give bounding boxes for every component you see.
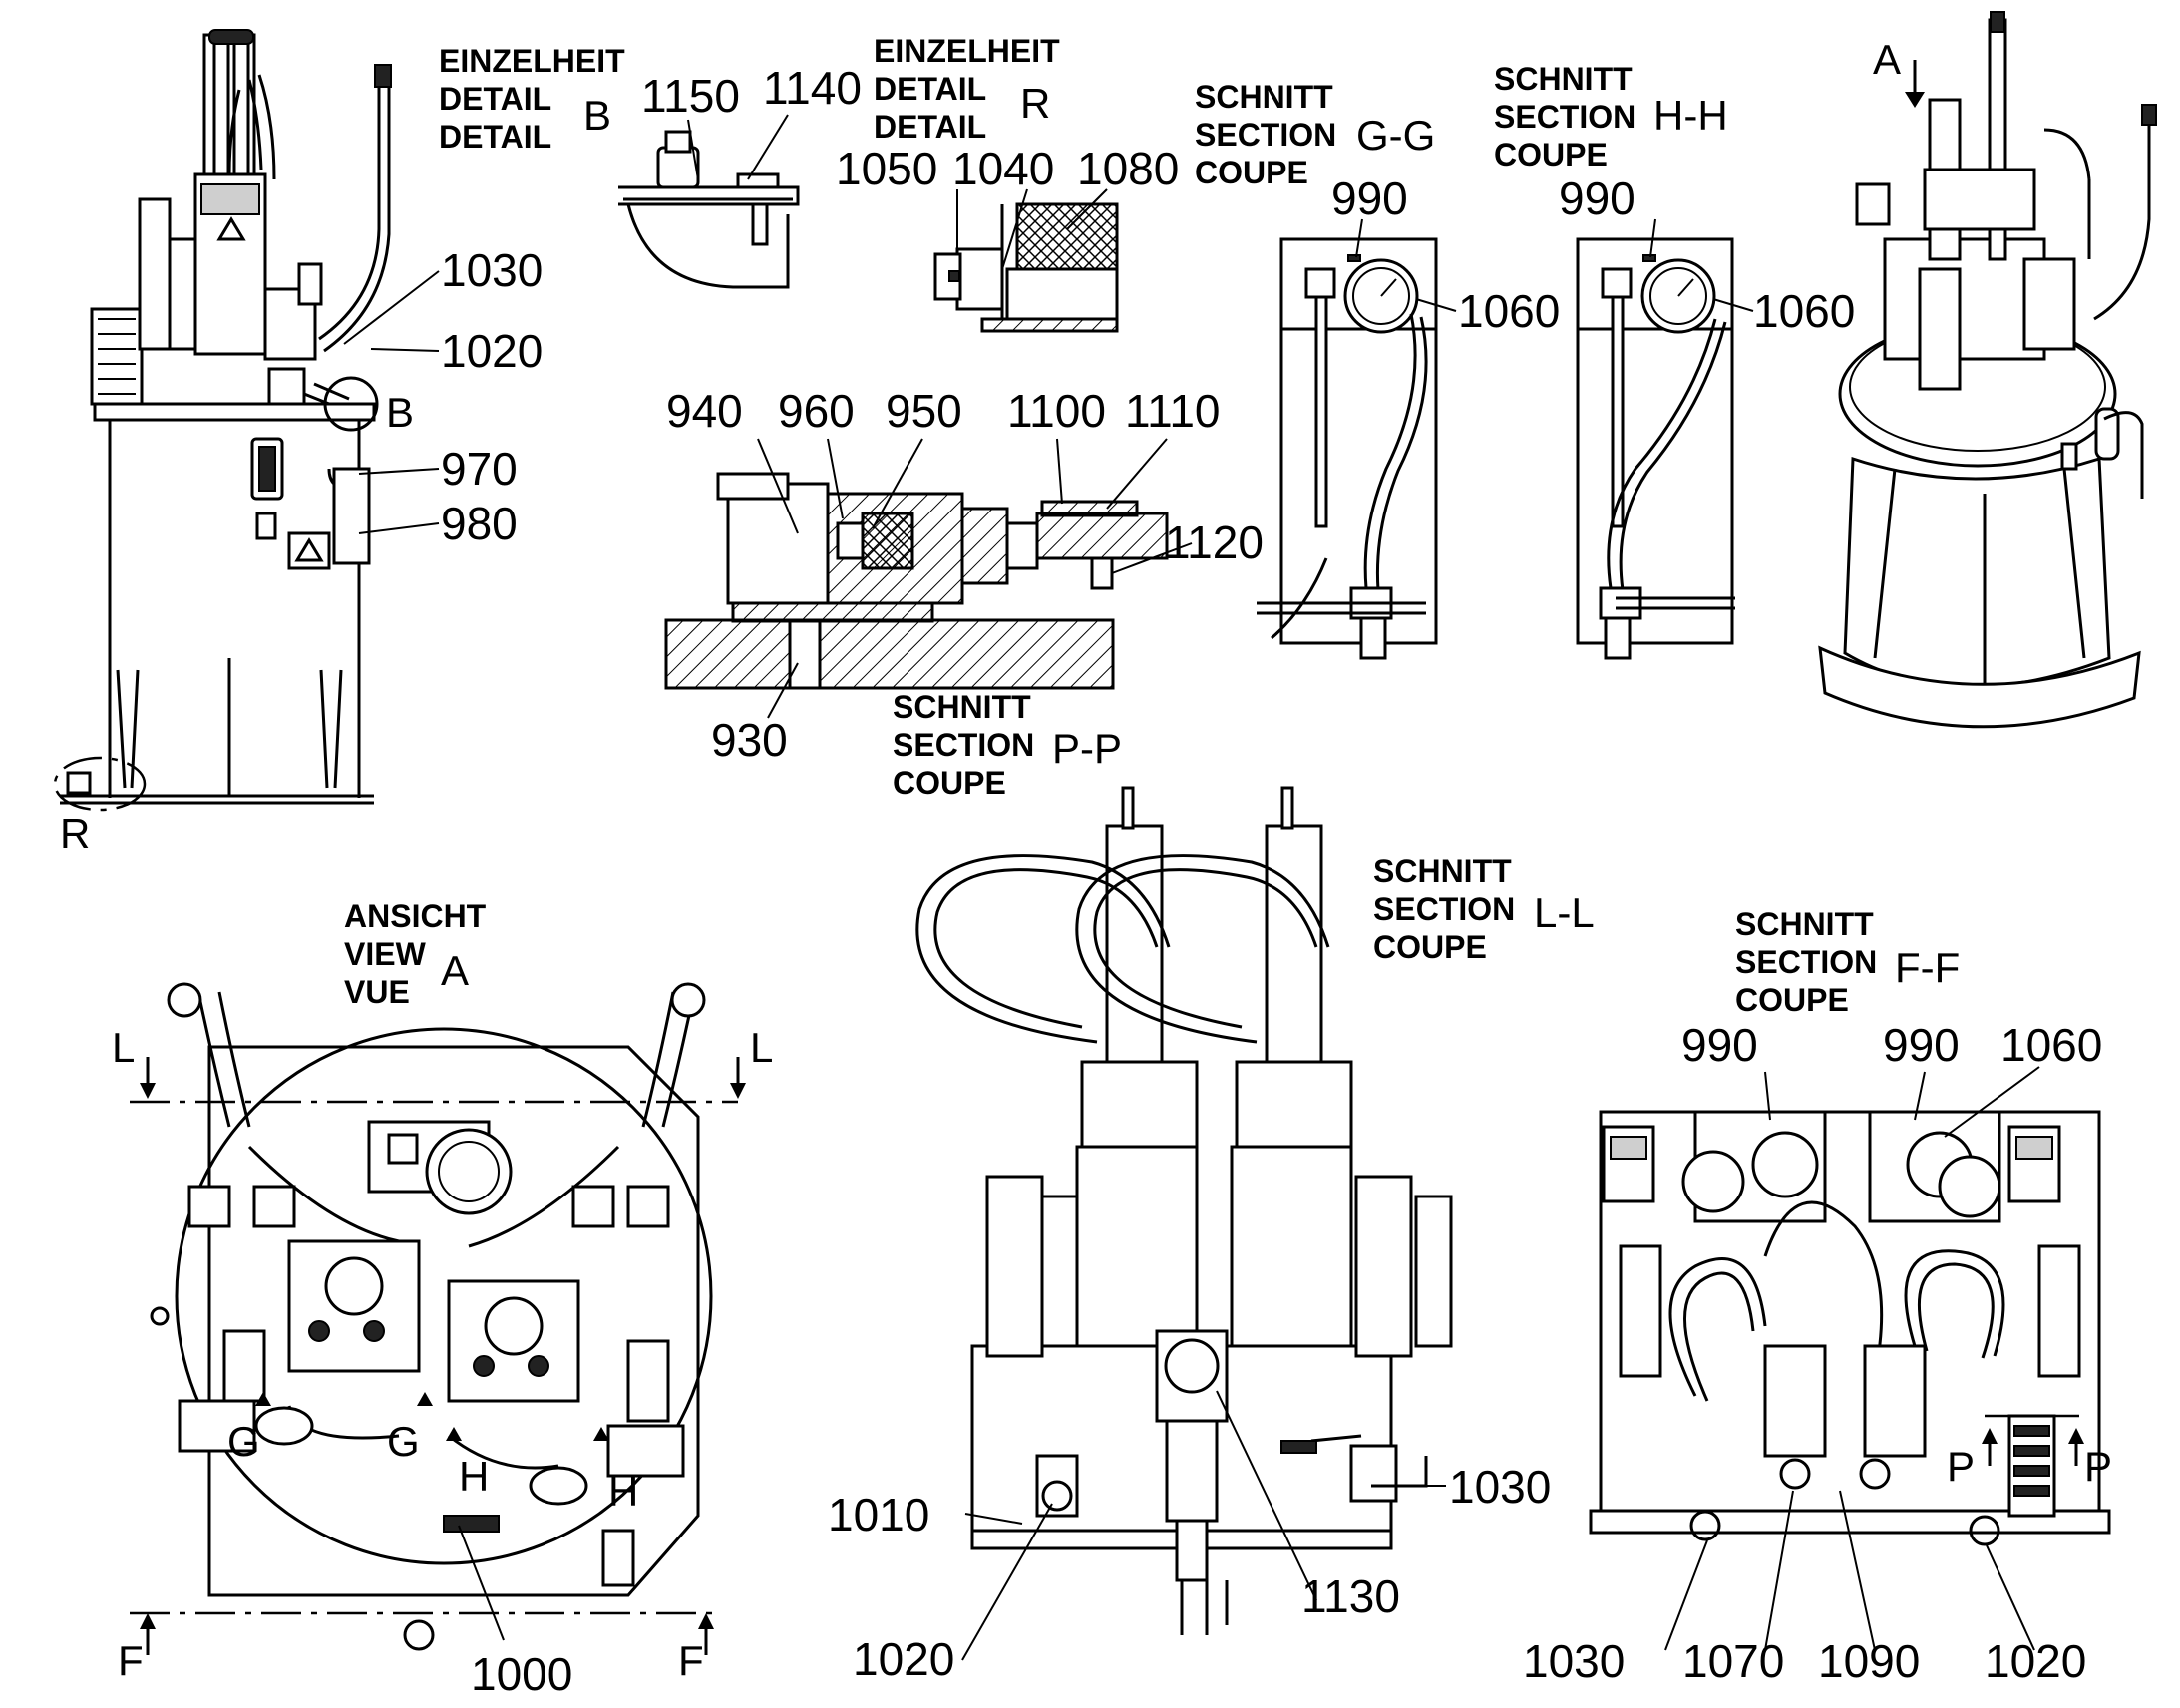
label-1020-side: 1020 xyxy=(441,325,543,377)
marker-a-iso: A xyxy=(1873,36,1901,83)
detail-b: EINZELHEIT DETAIL DETAIL B 1150 1140 xyxy=(439,43,862,289)
section-ll-letter: L-L xyxy=(1534,889,1595,936)
section-gg: SCHNITT SECTION COUPE G-G 990 1060 xyxy=(1195,79,1560,660)
view-a-letter: A xyxy=(441,947,469,994)
label-1050: 1050 xyxy=(836,143,937,194)
section-hh-line2: SECTION xyxy=(1494,99,1635,135)
section-pp-line2: SECTION xyxy=(893,727,1034,763)
section-ll-line1: SCHNITT xyxy=(1373,854,1512,889)
section-hh-line1: SCHNITT xyxy=(1494,61,1633,97)
view-a: ANSICHT VIEW VUE A xyxy=(112,898,773,1700)
view-a-line1: ANSICHT xyxy=(344,898,487,934)
section-pp-line3: COUPE xyxy=(893,765,1006,801)
label-990-g: 990 xyxy=(1331,172,1408,224)
view-a-line2: VIEW xyxy=(344,936,427,972)
section-pp-letter: P-P xyxy=(1052,725,1122,772)
marker-b-side: B xyxy=(386,389,414,436)
label-1140: 1140 xyxy=(763,62,862,114)
label-990-h: 990 xyxy=(1559,172,1635,224)
section-pp: 940 960 950 1100 1110 1120 930 SCHNITT S… xyxy=(664,385,1264,801)
label-990-f2: 990 xyxy=(1883,1019,1960,1071)
label-1100: 1100 xyxy=(1007,385,1106,437)
section-gg-letter: G-G xyxy=(1356,112,1435,159)
label-1000: 1000 xyxy=(471,1648,572,1700)
label-1150: 1150 xyxy=(641,70,740,122)
section-pp-line1: SCHNITT xyxy=(893,689,1031,725)
section-ff-letter: F-F xyxy=(1895,944,1960,991)
section-ff-line2: SECTION xyxy=(1735,944,1877,980)
marker-f-right: F xyxy=(678,1637,704,1684)
label-1060-f: 1060 xyxy=(2000,1019,2102,1071)
label-1130: 1130 xyxy=(1301,1570,1400,1622)
section-gg-line1: SCHNITT xyxy=(1195,79,1333,115)
marker-g-right: G xyxy=(387,1418,420,1465)
marker-h-left: H xyxy=(459,1453,489,1500)
label-1110: 1110 xyxy=(1125,385,1221,437)
marker-l-left: L xyxy=(112,1024,135,1071)
side-view: R B 1030 1020 970 980 xyxy=(53,29,543,856)
label-950: 950 xyxy=(886,385,962,437)
label-1030-f: 1030 xyxy=(1523,1635,1625,1687)
label-1070: 1070 xyxy=(1682,1635,1784,1687)
label-990-f1: 990 xyxy=(1681,1019,1758,1071)
detail-b-letter: B xyxy=(583,92,611,139)
section-ff-line1: SCHNITT xyxy=(1735,906,1874,942)
section-ff: SCHNITT SECTION COUPE F-F xyxy=(1523,906,2112,1687)
label-1030-side: 1030 xyxy=(441,244,543,296)
label-1020-f: 1020 xyxy=(1985,1635,2086,1687)
detail-b-line2: DETAIL xyxy=(439,81,551,117)
detail-r-line2: DETAIL xyxy=(874,71,986,107)
section-ll-line3: COUPE xyxy=(1373,929,1487,965)
label-1040: 1040 xyxy=(952,143,1054,194)
detail-r: EINZELHEIT DETAIL DETAIL R 1050 1040 108… xyxy=(836,33,1179,333)
label-1060-h: 1060 xyxy=(1753,285,1855,337)
label-940: 940 xyxy=(666,385,743,437)
marker-g-left: G xyxy=(227,1418,260,1465)
isometric-view: A xyxy=(1818,11,2157,729)
label-1060-g: 1060 xyxy=(1458,285,1560,337)
section-ll: SCHNITT SECTION COUPE L-L xyxy=(828,786,1595,1685)
marker-h-right: H xyxy=(608,1468,638,1515)
label-980: 980 xyxy=(441,498,518,549)
marker-r-side: R xyxy=(60,810,90,856)
marker-p-right: P xyxy=(2084,1443,2112,1490)
section-gg-line2: SECTION xyxy=(1195,117,1336,153)
label-1030-l: 1030 xyxy=(1449,1461,1551,1513)
section-gg-line3: COUPE xyxy=(1195,155,1308,190)
detail-r-line3: DETAIL xyxy=(874,109,986,145)
section-hh-line3: COUPE xyxy=(1494,137,1608,172)
marker-f-left: F xyxy=(118,1637,144,1684)
section-ll-line2: SECTION xyxy=(1373,891,1515,927)
label-1090: 1090 xyxy=(1818,1635,1920,1687)
detail-b-line3: DETAIL xyxy=(439,119,551,155)
label-1010: 1010 xyxy=(828,1489,929,1540)
label-1080: 1080 xyxy=(1077,143,1179,194)
detail-r-line1: EINZELHEIT xyxy=(874,33,1060,69)
label-930: 930 xyxy=(711,714,788,766)
marker-p-left: P xyxy=(1947,1443,1975,1490)
detail-r-letter: R xyxy=(1020,80,1050,127)
section-hh-letter: H-H xyxy=(1653,92,1728,139)
view-a-line3: VUE xyxy=(344,974,410,1010)
detail-b-line1: EINZELHEIT xyxy=(439,43,625,79)
label-1120: 1120 xyxy=(1165,516,1264,568)
label-960: 960 xyxy=(778,385,855,437)
marker-l-right: L xyxy=(750,1024,773,1071)
section-hh: SCHNITT SECTION COUPE H-H 990 1060 xyxy=(1494,61,1855,660)
label-970: 970 xyxy=(441,443,518,495)
label-1020-l: 1020 xyxy=(853,1633,954,1685)
section-ff-line3: COUPE xyxy=(1735,982,1849,1018)
